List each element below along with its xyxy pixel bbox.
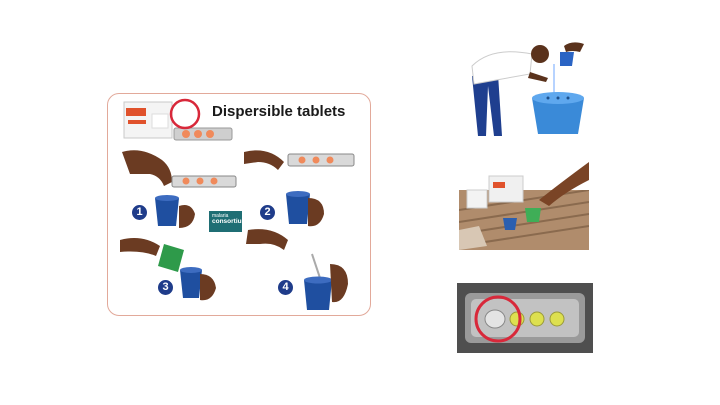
card-title: Dispersible tablets <box>212 103 346 120</box>
step-number-4: 4 <box>278 280 293 295</box>
highlight-circle <box>474 295 522 343</box>
step-number-1: 1 <box>132 205 147 220</box>
handwashing-image <box>471 42 584 136</box>
handwashing-illustration <box>468 36 592 140</box>
step4-illustration <box>246 229 348 310</box>
step2-illustration <box>244 150 355 227</box>
step-number-3: 3 <box>158 280 173 295</box>
dispersible-tablets-card: Dispersible tablets 1 2 3 4 malaria cons… <box>107 93 371 316</box>
dispersing-image <box>459 160 589 250</box>
dispersing-photo <box>459 160 589 250</box>
step-number-2: 2 <box>260 205 275 220</box>
step3-illustration <box>120 238 216 301</box>
card-illustration <box>120 98 355 310</box>
consortium-logo: malaria consortium <box>209 211 247 232</box>
medicine-box-icon <box>123 101 173 139</box>
blister-photo <box>457 283 593 353</box>
step1-illustration <box>122 150 237 228</box>
blister-image <box>457 283 593 353</box>
highlight-circle <box>169 98 201 130</box>
